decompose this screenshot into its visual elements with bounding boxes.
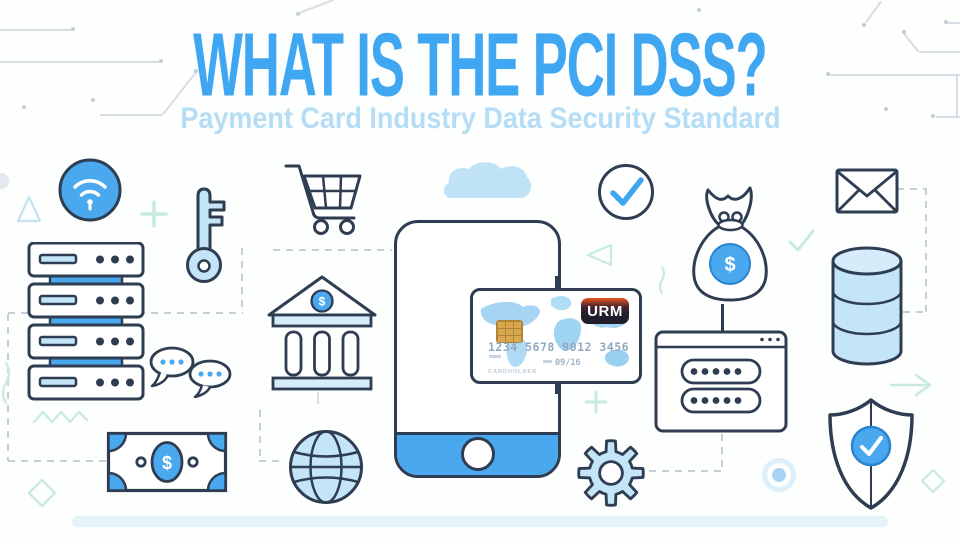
circuit-line [830,74,960,76]
server-unit [27,364,145,401]
dashed-connector [8,460,106,462]
circuit-dot [697,8,701,12]
money-bill-icon: $ [106,431,228,493]
circuit-line [948,22,960,24]
connector-stub [721,304,724,332]
diamond-decoration [920,468,946,494]
squiggle-decoration [658,265,666,295]
card-chip-icon [496,320,523,343]
card-expiry: 09/16 [555,358,581,368]
server-unit [27,242,145,278]
dashed-connector [925,188,927,312]
diamond-decoration [27,478,57,508]
circuit-dot [194,69,198,73]
arrow-right-icon [889,373,932,397]
shield-check-icon [828,398,914,510]
circle-dot-decoration [762,458,796,492]
circuit-line [936,116,960,118]
key-icon [186,187,226,283]
circuit-dot [91,98,95,102]
circle-decoration [0,173,9,189]
circuit-dot [862,23,866,27]
circuit-dot [944,20,948,24]
password-window-icon [654,330,788,433]
bank-icon: $ [267,275,377,391]
card-brand-logo: URM [581,298,629,324]
check-decoration [788,229,815,252]
database-icon [831,246,903,366]
server-unit [27,282,145,319]
server-unit [27,323,145,360]
circuit-line [0,29,72,31]
currency-symbol: $ [162,453,172,473]
currency-symbol: $ [724,254,735,276]
currency-symbol: $ [319,295,326,309]
dashed-connector [259,460,285,462]
circuit-dot [931,114,935,118]
dashed-connector [7,314,9,461]
title-text: WHAT IS THE PCI DSS? [193,13,768,115]
dashed-connector [897,188,926,190]
circuit-line [956,76,958,116]
circuit-dot [71,27,75,31]
card-micro-text [543,360,552,363]
chat-bubbles-icon [149,346,232,399]
connector-stub [555,276,558,290]
circuit-dot [22,105,26,109]
wifi-icon [58,158,122,222]
password-field [680,358,762,385]
plus-decoration [140,200,168,228]
check-circle-icon [598,164,654,220]
circuit-line [299,0,334,14]
subtitle-text: Payment Card Industry Data Security Stan… [179,102,781,135]
circuit-dot [826,72,830,76]
card-holder: CARDHOLDER [488,369,538,375]
envelope-icon [835,168,899,214]
cloud-icon [443,162,532,198]
gear-icon [577,439,645,507]
shopping-cart-icon [284,164,362,235]
credit-card: URM 1234 5678 9012 3456 09/16 CARDHOLDER [470,288,642,384]
squiggle-decoration [1,361,11,405]
globe-icon [289,430,363,504]
circuit-dot [296,12,300,16]
dashed-connector [259,410,261,460]
circuit-dot [902,30,906,34]
circuit-dot [884,107,888,111]
connector-stub [317,392,319,404]
zigzag-decoration [32,410,89,424]
card-number: 1234 5678 9012 3456 [488,340,630,354]
connector-stub [555,381,558,394]
card-micro-text [489,355,501,358]
circuit-dot [159,59,163,63]
triangle-decoration [16,195,42,223]
circuit-line [100,114,162,116]
server-rack-icon [27,242,145,401]
dashed-connector [649,470,722,472]
circuit-line [0,61,160,63]
plus-decoration [584,390,608,414]
money-bag-icon: $ [692,186,768,302]
bottom-bar [72,516,888,527]
home-button-icon [460,437,495,471]
dashed-connector [241,248,243,312]
circuit-line [919,51,960,53]
triangle-decoration [586,243,613,267]
page-title: WHAT IS THE PCI DSS? [0,13,960,115]
password-field [680,387,762,414]
page-subtitle: Payment Card Industry Data Security Stan… [0,104,960,134]
dashed-connector [721,434,723,472]
dashed-connector [273,249,392,251]
